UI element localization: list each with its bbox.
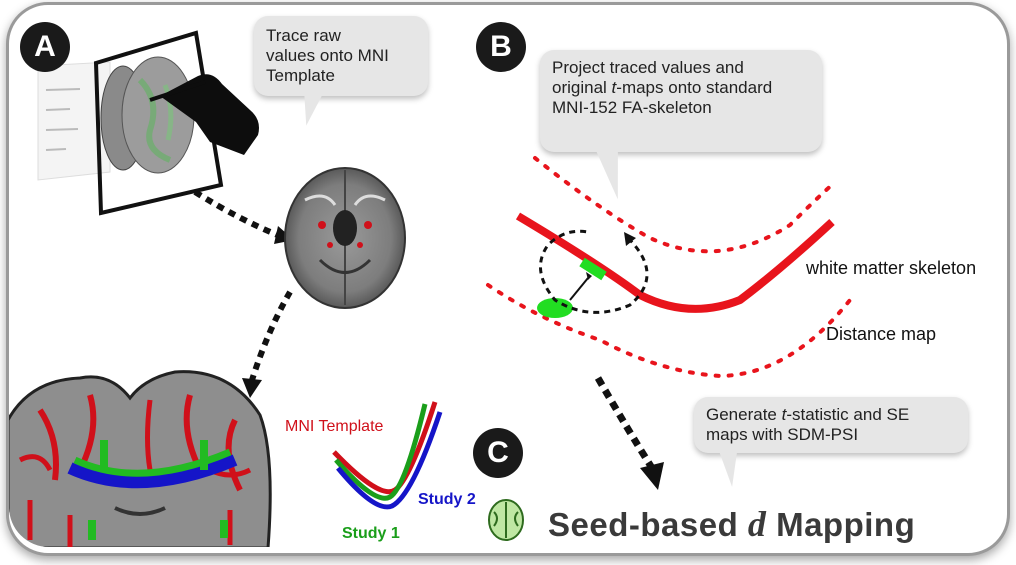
generate-bubble-tail [717,446,743,488]
project-line-2-pre: original [552,78,612,97]
generate-bubble-line-2: maps with SDM-PSI [706,425,859,444]
label-mni-template: MNI Template [285,418,384,435]
projection-arrow [569,277,589,301]
coronal-brain-slice [9,370,272,547]
label-study-1: Study 1 [342,525,400,542]
tracing-screen [37,30,224,216]
project-line-2-italic: t [611,78,617,97]
label-distance-map: Distance map [826,324,937,344]
generate-line-1-pre: Generate [706,405,782,424]
trace-bubble-line-1: Trace raw [266,26,341,45]
generate-bubble-line-1: Generate t-statistic and SE [706,405,956,425]
traced-blob [537,298,573,318]
white-matter-skeleton-line [515,212,835,313]
sdm-title: Seed-based d Mapping [548,503,915,545]
generate-line-1-italic: t [781,405,787,424]
arrow-trace-to-template [193,189,282,239]
project-line-2-post: -maps onto standard [616,78,773,97]
label-white-matter-skeleton: white matter skeleton [806,258,977,278]
search-circle [538,229,649,314]
label-study-2: Study 2 [418,491,476,508]
project-bubble-line-1: Project traced values and [552,58,744,77]
generate-bubble: Generate t-statistic and SE maps with SD… [694,397,968,453]
project-bubble-line-2: original t-maps onto standard [552,78,810,98]
distance-map-dots-upper [533,156,837,254]
axial-brain-small [284,167,406,309]
study-curves [332,401,443,510]
panel-a-badge: A [20,22,70,72]
distance-map-dots-lower [486,283,852,379]
drawing-hand [149,74,259,155]
sdm-title-pre: Seed-based [548,506,748,543]
sdm-title-italic: d [747,504,767,544]
trace-bubble-line-2: values onto MNI [266,46,389,65]
project-bubble: Project traced values and original t-map… [540,50,822,152]
trace-bubble: Trace raw values onto MNI Template [254,16,428,96]
arrow-to-sdm [594,376,655,470]
generate-line-1-post: -statistic and SE [786,405,910,424]
project-bubble-line-3: MNI-152 FA-skeleton [552,98,712,117]
traced-skeleton-segment [579,257,607,281]
panel-b-badge: B [476,22,526,72]
sdm-title-post: Mapping [766,506,916,543]
trace-bubble-line-3: Template [266,66,335,85]
panel-c-badge: C [473,428,523,478]
sdm-logo-icon [488,499,524,541]
arrow-template-to-slice [249,290,293,381]
